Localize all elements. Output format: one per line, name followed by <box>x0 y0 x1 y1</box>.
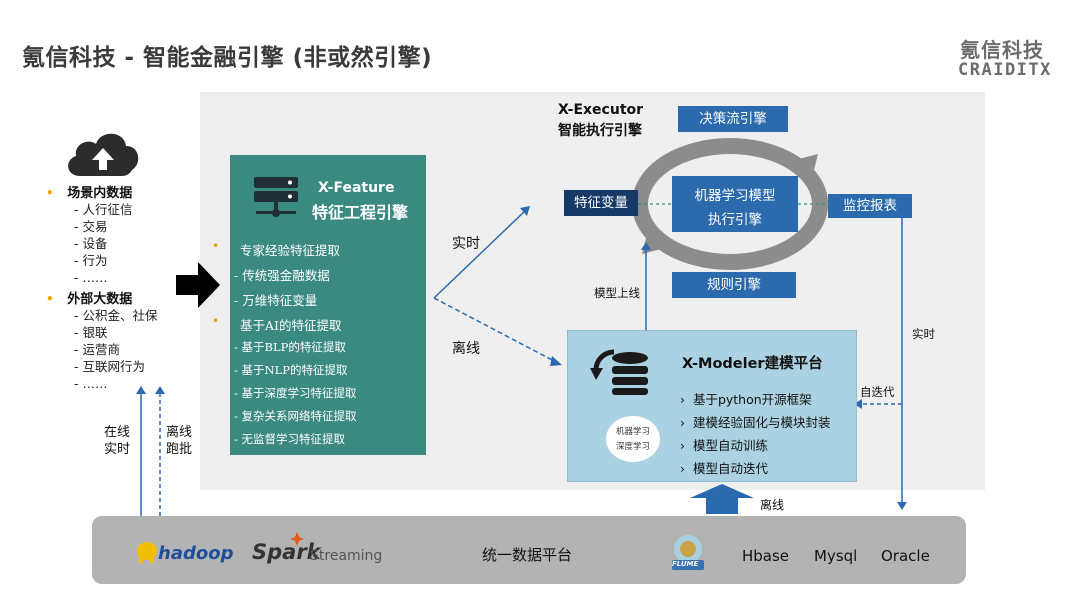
feature-item: 专家经验特征提取 <box>240 243 341 258</box>
feature-item: - 复杂关系网络特征提取 <box>234 409 357 423</box>
realtime-label: 实时 <box>452 236 480 252</box>
right-flow-arrows <box>854 218 907 510</box>
brand-logo-cn: 氪信科技 <box>960 38 1044 62</box>
flow-arrows <box>433 206 562 366</box>
source-item: - 银联 <box>74 325 108 340</box>
source-group-external: • 外部大数据 - 公积金、社保 - 银联 - 运营商 - 互联网行为 - …… <box>46 292 158 391</box>
hbase-label: Hbase <box>742 547 790 565</box>
rule-engine: 规则引擎 <box>672 272 796 298</box>
streaming-label: Streaming <box>310 548 383 564</box>
online-label: 在线 实时 <box>104 425 131 457</box>
feature-bullet-dot: • <box>212 314 220 328</box>
brand-logo-en: CRAIDITX <box>958 60 1052 80</box>
modeler-item: › 建模经验固化与模块封装 <box>680 415 831 430</box>
x-feature-box <box>230 155 426 455</box>
modeler-item: › 模型自动迭代 <box>680 461 768 476</box>
flume-logo-text: FLUME <box>672 560 699 568</box>
page-title: 氪信科技 - 智能金融引擎 (非或然引擎) <box>22 45 433 71</box>
badge-line1: 机器学习 <box>615 427 650 437</box>
source-item: - 公积金、社保 <box>74 308 158 323</box>
hadoop-logo: hadoop <box>158 543 234 564</box>
self-iteration-label: 自迭代 <box>860 385 895 399</box>
badge-line2: 深度学习 <box>615 442 650 452</box>
feature-item: - 基于BLP的特征提取 <box>234 340 346 354</box>
feature-title-cn: 特征工程引擎 <box>312 203 409 222</box>
big-right-arrow-icon <box>176 262 220 308</box>
source-item: - 设备 <box>74 236 108 251</box>
data-platform-bar <box>92 516 966 584</box>
model-online-label: 模型上线 <box>594 286 640 300</box>
feature-bullet-dot: • <box>212 239 220 253</box>
mysql-label: Mysql <box>814 547 858 565</box>
ingest-arrows <box>136 386 165 516</box>
feature-item: 基于AI的特征提取 <box>240 318 342 333</box>
decision-flow-engine: 决策流引擎 <box>678 106 788 132</box>
oracle-label: Oracle <box>881 547 930 565</box>
platform-label: 统一数据平台 <box>482 546 573 564</box>
source-item: - 运营商 <box>74 342 120 357</box>
source-item: - …… <box>74 270 108 285</box>
feature-title-en: X-Feature <box>318 180 395 196</box>
feature-item: - 基于深度学习特征提取 <box>234 386 357 400</box>
feature-variable-box: 特征变量 <box>564 190 638 216</box>
offline-up-arrow-icon <box>690 484 754 514</box>
source-item: - 互联网行为 <box>74 359 145 374</box>
ml-dl-badge: 机器学习 深度学习 <box>606 416 660 462</box>
database-refresh-icon <box>590 349 648 395</box>
feature-item: - 基于NLP的特征提取 <box>234 363 348 377</box>
flume-icon <box>672 535 704 570</box>
hadoop-elephant-icon <box>137 542 157 563</box>
source-heading-external: 外部大数据 <box>67 292 133 307</box>
source-item: - 行为 <box>74 253 108 268</box>
feature-item: - 无监督学习特征提取 <box>234 432 346 446</box>
monitor-report-box: 监控报表 <box>828 194 912 218</box>
ml-execution-engine: 机器学习模型 执行引擎 <box>672 176 798 232</box>
executor-title-cn: 智能执行引擎 <box>558 123 642 139</box>
cloud-upload-icon <box>68 133 139 176</box>
realtime-right-label: 实时 <box>912 327 935 341</box>
source-item: - 人行征信 <box>74 202 133 217</box>
modeler-item: › 基于python开源框架 <box>680 392 812 407</box>
offline-label: 离线 跑批 <box>166 425 193 457</box>
source-item: - …… <box>74 376 108 391</box>
server-icon <box>254 177 298 217</box>
source-item: - 交易 <box>74 219 108 234</box>
spark-star-icon <box>290 532 304 546</box>
executor-title-en: X-Executor <box>558 102 644 118</box>
dashed-link <box>638 203 830 205</box>
offline-flow-label: 离线 <box>452 341 480 357</box>
source-heading-scene: 场景内数据 <box>67 186 133 201</box>
ml-engine-line1: 机器学习模型 <box>694 188 776 204</box>
feature-item: - 传统强金融数据 <box>234 268 330 283</box>
offline-bottom-label: 离线 <box>760 498 785 512</box>
ml-engine-line2: 执行引擎 <box>708 212 762 228</box>
spark-logo: Spark <box>252 540 321 564</box>
modeler-title: X-Modeler建模平台 <box>682 356 823 372</box>
feature-item: - 万维特征变量 <box>234 293 318 308</box>
source-group-scene: • 场景内数据 - 人行征信 - 交易 - 设备 - 行为 - …… <box>46 186 133 285</box>
model-online-arrow <box>641 242 651 332</box>
modeler-item: › 模型自动训练 <box>680 438 768 453</box>
